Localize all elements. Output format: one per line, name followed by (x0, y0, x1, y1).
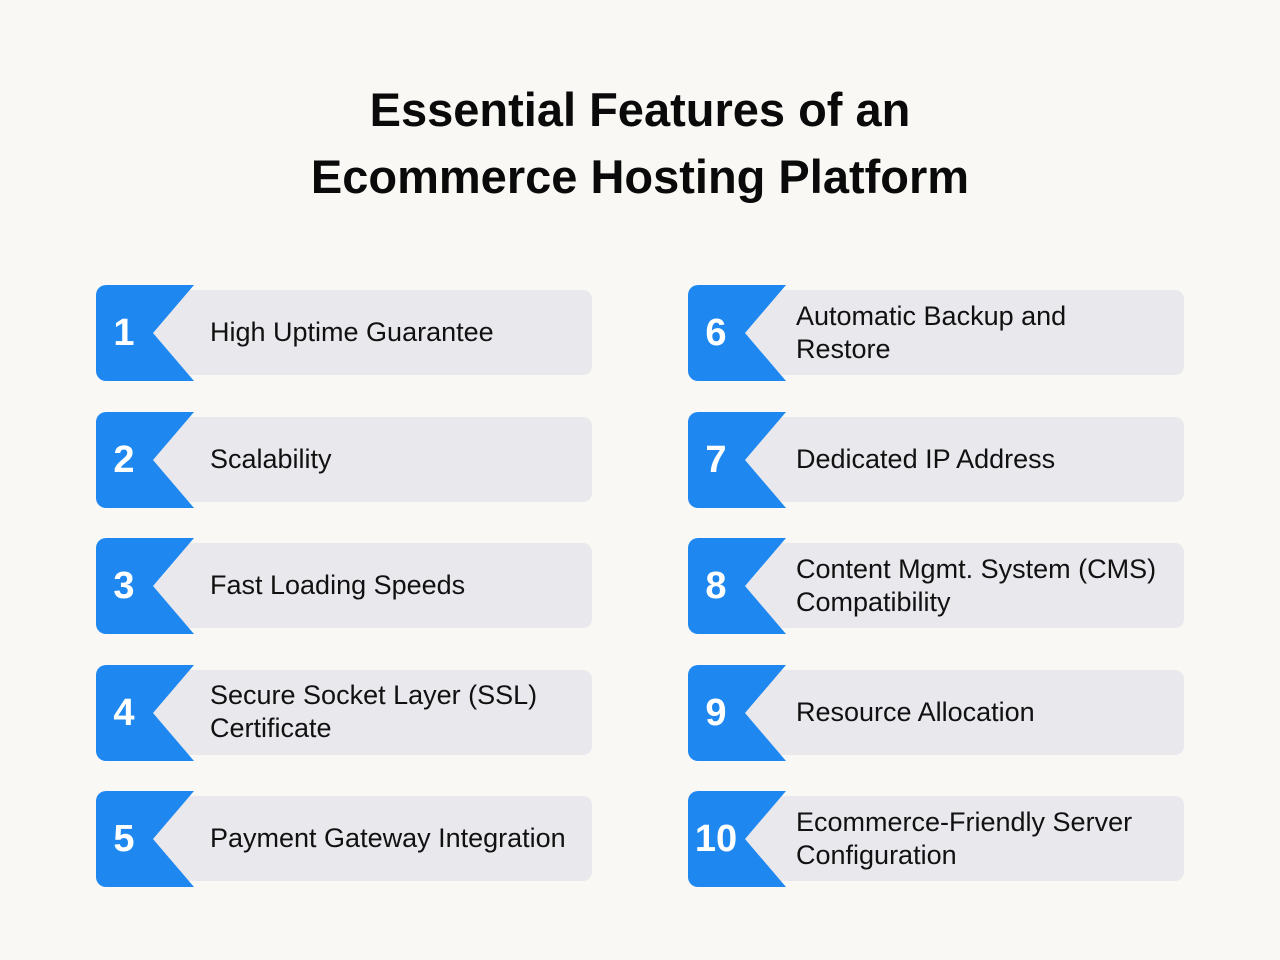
number-badge (688, 791, 786, 887)
feature-item: 1 High Uptime Guarantee (96, 285, 592, 381)
feature-label-text: High Uptime Guarantee (210, 317, 494, 347)
feature-label: Scalability (210, 417, 580, 502)
feature-label: Content Mgmt. System (CMS) Compatibility (796, 543, 1166, 628)
feature-label-text: Scalability (210, 443, 332, 474)
number-badge (96, 664, 194, 761)
feature-card (742, 669, 1184, 755)
number-badge (688, 411, 786, 508)
feature-label-text: Resource Allocation (796, 696, 1035, 727)
feature-card (150, 669, 592, 755)
feature-number: 6 (705, 312, 727, 354)
feature-number: 8 (705, 565, 727, 607)
feature-number: 7 (705, 438, 727, 481)
page-title: Essential Features of an Ecommerce Hosti… (0, 76, 1280, 210)
feature-label-text: Ecommerce-Friendly Server Configuration (796, 806, 1133, 870)
feature-card (150, 543, 592, 628)
feature-item: 4 Secure Socket Layer (SSL) Certificate (96, 664, 592, 761)
feature-item: 2 Scalability (96, 411, 592, 508)
feature-number: 2 (113, 438, 135, 481)
feature-label-text: Automatic Backup and Restore (796, 300, 1067, 364)
number-badge (688, 538, 786, 634)
feature-label-text: Payment Gateway Integration (210, 823, 566, 853)
title-line-1: Essential Features of an (369, 83, 911, 136)
feature-label: Resource Allocation (796, 670, 1166, 755)
feature-card (150, 290, 592, 375)
feature-item: 9 Resource Allocation (688, 664, 1184, 761)
feature-item: 10 Ecommerce-Friendly Server Configurati… (688, 791, 1184, 887)
feature-label: Dedicated IP Address (796, 417, 1166, 502)
feature-label: Payment Gateway Integration (210, 796, 580, 881)
feature-label-text: Secure Socket Layer (SSL) Certificate (210, 680, 538, 743)
feature-label: Secure Socket Layer (SSL) Certificate (210, 670, 580, 755)
feature-number: 10 (694, 818, 738, 860)
feature-card (150, 796, 592, 881)
feature-label-text: Fast Loading Speeds (210, 570, 466, 600)
feature-card (742, 543, 1184, 628)
feature-label: Automatic Backup and Restore (796, 290, 1166, 375)
feature-card (742, 796, 1184, 881)
feature-number: 3 (113, 565, 135, 607)
feature-label: Ecommerce-Friendly Server Configuration (796, 796, 1166, 881)
feature-number: 9 (705, 691, 727, 734)
feature-item: 7 Dedicated IP Address (688, 411, 1184, 508)
feature-number: 1 (113, 312, 135, 354)
feature-label-text: Dedicated IP Address (796, 443, 1056, 474)
feature-card (742, 416, 1184, 502)
number-badge (96, 538, 194, 634)
feature-label-text: Content Mgmt. System (CMS) Compatibility (796, 553, 1157, 617)
feature-card (150, 416, 592, 502)
number-badge (96, 285, 194, 381)
feature-item: 6 Automatic Backup and Restore (688, 285, 1184, 381)
number-badge (688, 285, 786, 381)
feature-label: Fast Loading Speeds (210, 543, 580, 628)
feature-item: 5 Payment Gateway Integration (96, 791, 592, 887)
number-badge (96, 411, 194, 508)
title-line-2: Ecommerce Hosting Platform (310, 150, 970, 203)
number-badge (96, 791, 194, 887)
feature-label: High Uptime Guarantee (210, 290, 580, 375)
feature-item: 8 Content Mgmt. System (CMS) Compatibili… (688, 538, 1184, 634)
number-badge (688, 664, 786, 761)
feature-number: 5 (113, 818, 135, 860)
feature-number: 4 (113, 691, 135, 734)
feature-item: 3 Fast Loading Speeds (96, 538, 592, 634)
feature-card (742, 290, 1184, 375)
